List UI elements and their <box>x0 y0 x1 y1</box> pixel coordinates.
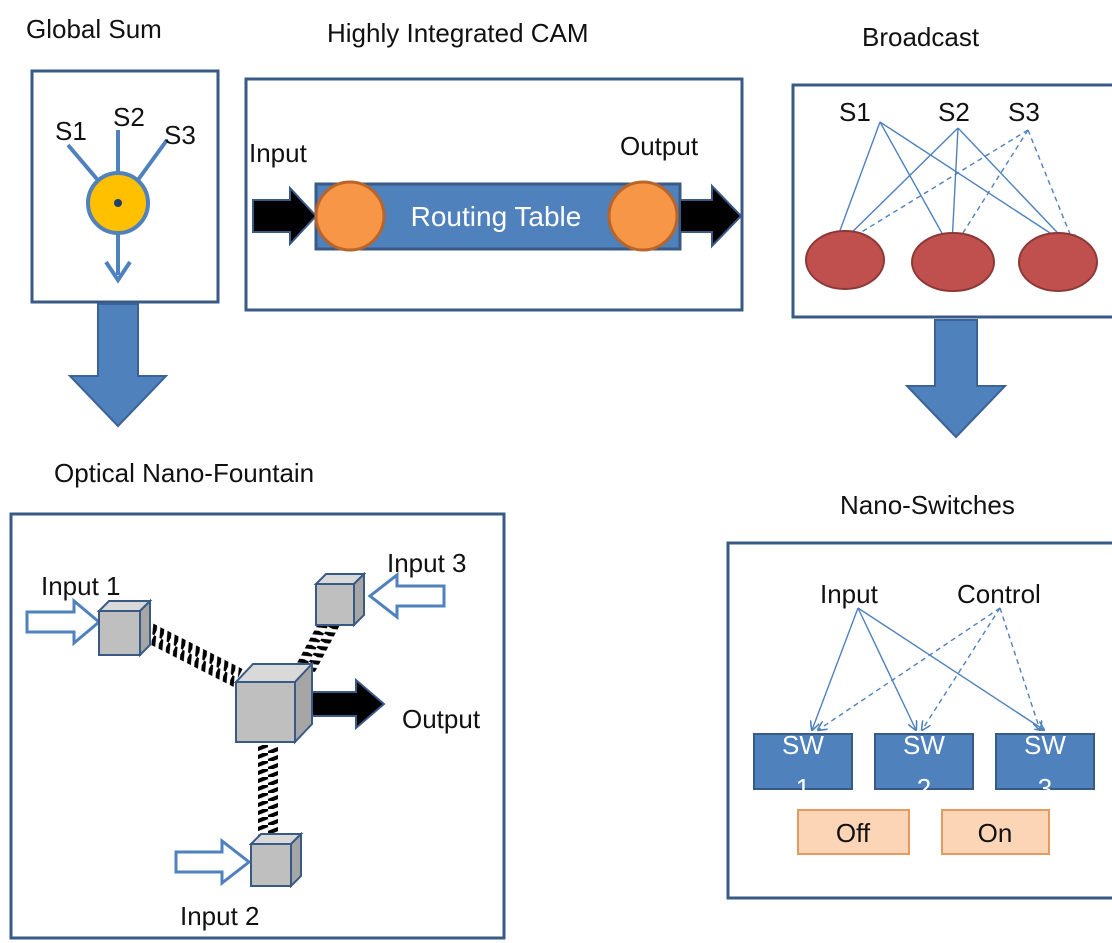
s1-line <box>66 143 104 187</box>
switch-control-label: Control <box>957 579 1041 609</box>
fountain-panel: Optical Nano-Fountain <box>9 458 506 940</box>
on-label: On <box>978 818 1013 848</box>
spring-1 <box>135 619 243 687</box>
bc-s2-label: S2 <box>938 97 970 127</box>
input1-cube <box>96 598 153 658</box>
global-sum-title: Global Sum <box>26 14 162 44</box>
fountain-output-label: Output <box>402 704 481 734</box>
input1-arrow <box>25 597 102 647</box>
switch-input-links <box>812 607 1044 730</box>
s3-line <box>133 138 169 186</box>
bc-s3-label: S3 <box>1008 97 1040 127</box>
input3-cube <box>313 571 367 628</box>
switches-box <box>726 541 1112 900</box>
sw1-line2: 1 <box>796 773 810 803</box>
s2-label: S2 <box>113 102 145 132</box>
down-arrow-right <box>904 319 1008 439</box>
input1-label: Input 1 <box>41 571 121 601</box>
switch-sw3: SW 3 <box>995 730 1095 803</box>
bc-s1-label: S1 <box>839 97 871 127</box>
broadcast-solid-links <box>835 121 1072 248</box>
broadcast-dashed-links <box>842 129 1074 244</box>
switch-input-label: Input <box>820 579 879 609</box>
broadcast-panel: Broadcast S1 S2 S3 <box>791 22 1112 319</box>
cam-input-arrow <box>252 185 318 247</box>
sum-node-center <box>114 199 122 207</box>
switch-control-links <box>818 607 1040 730</box>
input2-label: Input 2 <box>180 901 260 931</box>
off-label: Off <box>836 818 871 848</box>
global-sum-panel: Global Sum S1 S2 S3 <box>26 14 220 304</box>
sw2-line2: 2 <box>917 773 931 803</box>
s3-label: S3 <box>164 120 196 150</box>
switch-sw1: SW 1 <box>753 730 853 803</box>
switches-title: Nano-Switches <box>840 490 1015 520</box>
input3-arrow <box>367 571 446 621</box>
cam-input-node <box>314 180 386 252</box>
s1-label: S1 <box>55 116 87 146</box>
sw1-line1: SW <box>782 730 824 760</box>
down-arrow-left <box>67 303 169 428</box>
input2-arrow <box>174 837 252 887</box>
fountain-title: Optical Nano-Fountain <box>54 458 314 488</box>
off-button[interactable] <box>797 809 910 855</box>
sw2-line1: SW <box>903 730 945 760</box>
cam-panel: Highly Integrated CAM Routing Table Inpu… <box>244 18 744 312</box>
fountain-output-arrow <box>311 677 386 731</box>
cam-output-label: Output <box>620 131 699 161</box>
cam-output-node <box>607 180 679 252</box>
switches-panel: Nano-Switches SW 1 SW 2 SW 3 <box>726 490 1112 900</box>
broadcast-title: Broadcast <box>862 22 980 52</box>
sum-output-arrowhead <box>104 260 132 284</box>
sw3-line1: SW <box>1024 730 1066 760</box>
cam-output-arrow <box>679 183 743 249</box>
spring-2 <box>258 745 278 847</box>
receiver-node-1 <box>805 230 885 290</box>
input3-label: Input 3 <box>387 548 467 578</box>
routing-table-label: Routing Table <box>411 201 582 232</box>
sw3-line2: 3 <box>1038 773 1052 803</box>
receiver-node-3 <box>1018 232 1098 292</box>
switch-sw2: SW 2 <box>874 730 974 803</box>
input2-cube <box>248 831 304 889</box>
on-button[interactable] <box>941 809 1050 855</box>
cam-input-label: Input <box>249 138 308 168</box>
center-cube <box>233 661 315 745</box>
cam-title: Highly Integrated CAM <box>327 18 589 48</box>
receiver-node-2 <box>911 232 995 292</box>
